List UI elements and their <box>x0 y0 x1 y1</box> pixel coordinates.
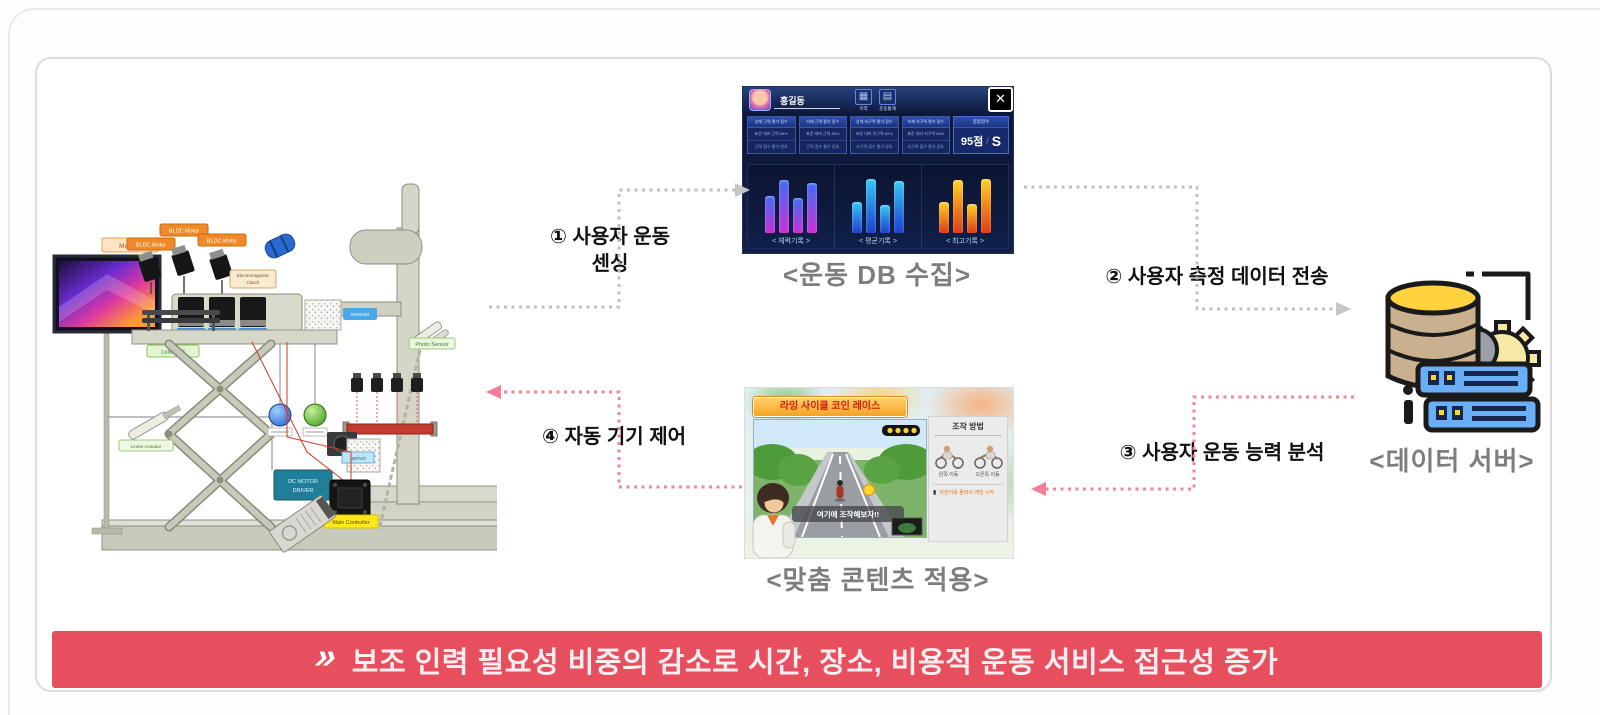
control-left: 왼쪽 이동 <box>933 441 965 478</box>
caption-exercise-db: <운동 DB 수집> <box>782 260 972 290</box>
svg-text:BLDC Motor: BLDC Motor <box>169 229 199 235</box>
double-chevron-icon: » <box>312 634 340 676</box>
svg-text:Linear Actuator: Linear Actuator <box>131 444 162 449</box>
dashboard-bar <box>967 204 977 233</box>
dashboard-bar <box>807 182 817 233</box>
record-bar-charts: < 체력기록 > < 평균기록 > < 최고기록 > <box>747 164 1009 249</box>
chart-icon: ▤ <box>879 89 896 105</box>
machine-tower: Photo Sensor <box>349 183 456 531</box>
dashboard-bar <box>880 205 890 233</box>
dashboard-bar <box>953 180 963 233</box>
clutch-assembly: Electromagnetic Clutch <box>229 233 296 289</box>
caption-data-server: <데이터 서버> <box>1369 446 1535 476</box>
step-2-measurement-data-transfer: ② 사용자 측정 데이터 전송 <box>1105 266 1329 288</box>
controls-note: ▮ 자전거를 돌려서 게임 시작 <box>933 484 1003 496</box>
step-1-user-exercise-sensing: ① 사용자 운동 센싱 <box>549 226 671 275</box>
game-road-view: 여기에 조작해보자!! <box>753 419 927 538</box>
server-rack <box>1415 361 1541 433</box>
cycle-game-screenshot: 라잉 사이클 코인 레이스 <box>744 387 1014 559</box>
stat-card: 하체 근력 평가 점수 표준 대비 근력 85% 근력 점수 평가 양호 <box>798 116 847 154</box>
recumbent-bike-icon <box>973 445 1003 469</box>
tab-history[interactable]: ▦ 이력 <box>855 89 872 112</box>
svg-text:SERVO: SERVO <box>350 456 366 461</box>
speech-bubble-text: 여기에 조작해보자!! <box>817 509 879 519</box>
close-button[interactable]: ✕ <box>988 87 1013 112</box>
dashboard-bar <box>981 179 991 233</box>
svg-text:Clutch: Clutch <box>247 280 260 285</box>
dashboard-bar <box>779 180 789 233</box>
dashboard-bar <box>866 179 876 233</box>
control-right: 오른쪽 이동 <box>972 441 1004 478</box>
dashboard-topbar: 홍길동 ▦ 이력 ▤ 운동통계 ✕ <box>743 87 1013 113</box>
total-score: 95점 <box>960 135 984 148</box>
motor-driver-box: DC MOTOR DRIVER <box>273 469 333 501</box>
game-title-banner: 라잉 사이클 코인 레이스 <box>753 397 907 417</box>
dashboard-bar <box>939 201 949 233</box>
cable-sensor-array <box>342 373 438 437</box>
coin <box>862 483 876 497</box>
svg-text:Electromagnetic: Electromagnetic <box>237 273 270 278</box>
photo-sensor-label: Photo Sensor <box>415 342 448 348</box>
svg-text:DRIVER: DRIVER <box>293 488 314 494</box>
game-character <box>752 483 796 558</box>
step-3-ability-analysis: ③ 사용자 운동 능력 분석 <box>1119 442 1325 464</box>
player-avatar <box>749 89 771 111</box>
dashboard-bar <box>765 195 775 233</box>
bar-group-current: < 체력기록 > <box>748 165 834 248</box>
step-4-auto-device-control: ④ 자동 기기 제어 <box>541 426 686 448</box>
stat-card: 상체 근력 평가 점수 표준 대비 근력 88% 근력 점수 평가 양호 <box>747 116 796 154</box>
summary-banner: » 보조 인력 필요성 비중의 감소로 시간, 장소, 비용적 운동 서비스 접… <box>52 631 1542 688</box>
bldc-motors: BLDC Motor BLDC Motor BLDC Motor <box>126 223 247 294</box>
arrow-3-head <box>1031 482 1046 496</box>
linear-actuator: Linear Actuator <box>118 405 182 452</box>
data-server-icon <box>1385 271 1541 433</box>
grid-icon: ▦ <box>855 89 872 105</box>
svg-text:SENSOR: SENSOR <box>350 312 370 317</box>
arrow-2-head <box>1336 302 1351 316</box>
exercise-dashboard-screenshot: 홍길동 ▦ 이력 ▤ 운동통계 ✕ 상체 근력 평가 점수 <box>742 86 1014 254</box>
coin-counter <box>882 425 920 436</box>
dashboard-stat-row: 상체 근력 평가 점수 표준 대비 근력 88% 근력 점수 평가 양호 하체 … <box>743 113 1013 157</box>
servo-unit: SERVO <box>327 432 381 473</box>
svg-text:BLDC Motor: BLDC Motor <box>207 239 237 245</box>
player-name: 홍길동 <box>780 95 805 106</box>
total-score-card: 종합점수 95점 / S <box>953 116 1009 154</box>
speech-bubble <box>792 506 904 522</box>
svg-text:BLDC Motor: BLDC Motor <box>136 243 166 249</box>
page-frame-border <box>8 8 1600 715</box>
bar-group-best: < 최고기록 > <box>921 165 1008 248</box>
dashboard-bar <box>894 181 904 233</box>
scissor-lift-legs <box>164 339 276 532</box>
exercise-machine-diagram: Photo Sensor <box>52 183 497 553</box>
score-grade: S <box>991 132 1002 149</box>
tab-exercise-stats[interactable]: ▤ 운동통계 <box>879 89 896 111</box>
stat-card: 상체 지구력 평가 점수 표준 대비 지구력 82% 지구력 점수 평가 양호 <box>850 116 899 154</box>
svg-text:Main Controller: Main Controller <box>332 520 369 526</box>
svg-text:DC MOTOR: DC MOTOR <box>288 479 318 485</box>
summary-banner-text: 보조 인력 필요성 비중의 감소로 시간, 장소, 비용적 운동 서비스 접근성… <box>351 646 1279 679</box>
game-cyclist <box>835 480 845 502</box>
dashboard-bar <box>793 198 803 233</box>
caption-custom-content: <맞춤 콘텐츠 적용> <box>766 565 990 595</box>
info-mark <box>1403 385 1413 424</box>
main-card: Photo Sensor <box>35 57 1552 692</box>
recumbent-bike-icon <box>934 445 964 469</box>
stat-card: 하체 지구력 평가 점수 표준 대비 지구력 86% 지구력 점수 평가 양호 <box>901 116 950 154</box>
power-supply-unit <box>269 495 336 553</box>
main-controller: Main Controller <box>251 341 379 529</box>
name-underline <box>774 108 840 109</box>
controls-panel: 조작 방법 왼쪽 이동 <box>928 416 1008 542</box>
controls-panel-title: 조작 방법 <box>934 421 1002 436</box>
control-knobs <box>267 344 328 437</box>
dashboard-bar <box>852 201 862 233</box>
bar-group-average: < 평균기록 > <box>834 165 921 248</box>
